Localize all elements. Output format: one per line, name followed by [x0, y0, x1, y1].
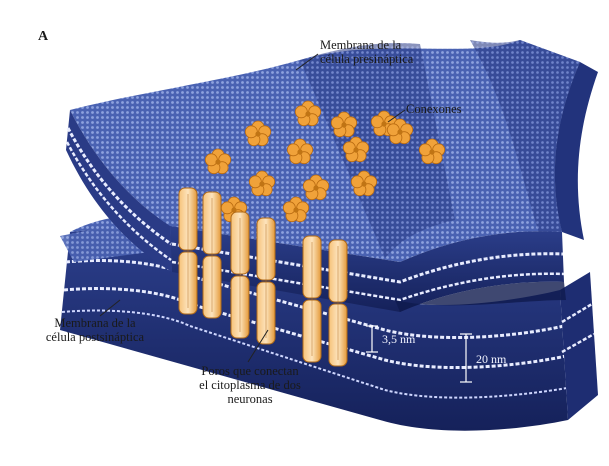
postsynaptic-membrane-label: Membrana de la célula postsináptica: [30, 316, 160, 344]
total-distance-label: 20 nm: [476, 352, 506, 366]
gap-distance-label: 3,5 nm: [382, 332, 415, 346]
panel-letter: A: [38, 30, 48, 44]
presynaptic-membrane-label: Membrana de la célula presináptica: [320, 38, 413, 66]
pores-label: Poros que conectan el citoplasma de dos …: [180, 364, 320, 406]
connexons-label: Conexones: [406, 102, 462, 116]
